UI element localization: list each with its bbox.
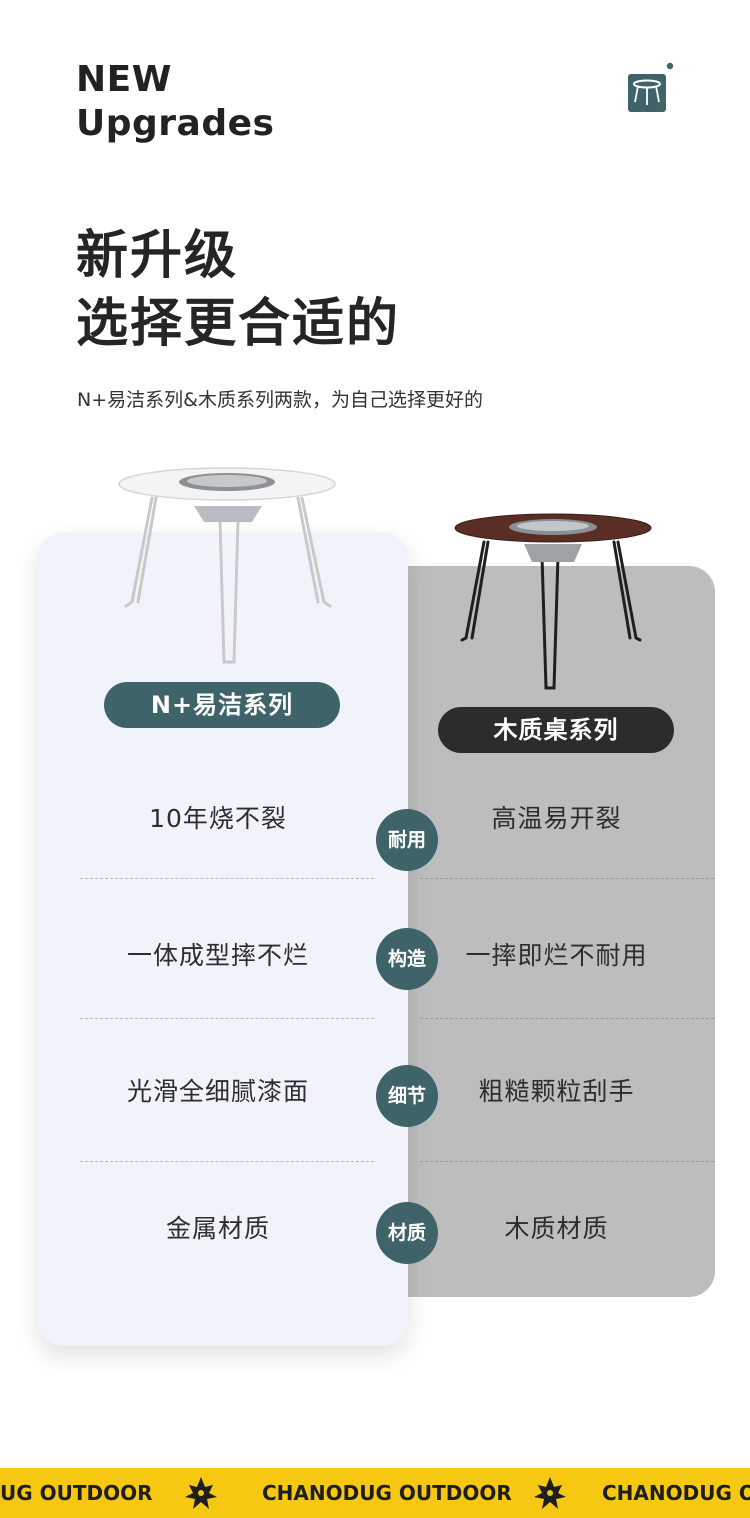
metal-table-image — [118, 467, 336, 664]
detail-left: 光滑全细腻漆面 — [126, 1077, 309, 1106]
detail-badge: 细节 — [376, 1065, 438, 1127]
ticker-text: UG OUTDOOR — [0, 1481, 153, 1505]
structure-right: 一摔即烂不耐用 — [465, 941, 648, 970]
material-badge: 材质 — [376, 1202, 438, 1264]
material-right: 木质材质 — [504, 1214, 609, 1243]
row-divider — [420, 1161, 714, 1162]
durability-badge: 耐用 — [376, 809, 438, 871]
ticker-text: CHANODUG OU — [602, 1481, 750, 1505]
easy-clean-series-label: N+易洁系列 — [104, 682, 340, 728]
chinese-title-line2: 选择更合适的 — [76, 294, 401, 354]
brand-mark-icon — [185, 1477, 217, 1509]
brand-ticker: UG OUTDOOR CHANODUG OUTDOOR CHANODUG OU — [0, 1468, 750, 1518]
wood-series-label: 木质桌系列 — [438, 707, 674, 753]
easy-clean-series-card — [38, 532, 408, 1346]
structure-badge: 构造 — [376, 928, 438, 990]
row-divider — [420, 878, 714, 879]
row-divider — [80, 1161, 374, 1162]
durability-left: 10年烧不裂 — [149, 804, 287, 833]
english-title-line1: NEW — [76, 59, 172, 100]
chinese-title: 新升级 选择更合适的 — [76, 222, 400, 358]
chinese-title-line1: 新升级 — [76, 226, 239, 286]
english-title-line2: Upgrades — [76, 103, 275, 144]
material-left: 金属材质 — [165, 1214, 270, 1243]
ticker-text: CHANODUG OUTDOOR — [262, 1481, 512, 1505]
durability-right: 高温易开裂 — [491, 804, 622, 833]
row-divider — [80, 878, 374, 879]
english-title: NEW Upgrades — [76, 58, 274, 146]
wood-table-image — [454, 513, 652, 690]
brand-mark-icon — [534, 1477, 566, 1509]
row-divider — [420, 1018, 714, 1019]
row-divider — [80, 1018, 374, 1019]
detail-right: 粗糙颗粒刮手 — [478, 1077, 635, 1106]
brand-table-icon — [628, 62, 674, 112]
structure-left: 一体成型摔不烂 — [126, 941, 309, 970]
subtitle: N+易洁系列&木质系列两款，为自己选择更好的 — [77, 389, 483, 411]
